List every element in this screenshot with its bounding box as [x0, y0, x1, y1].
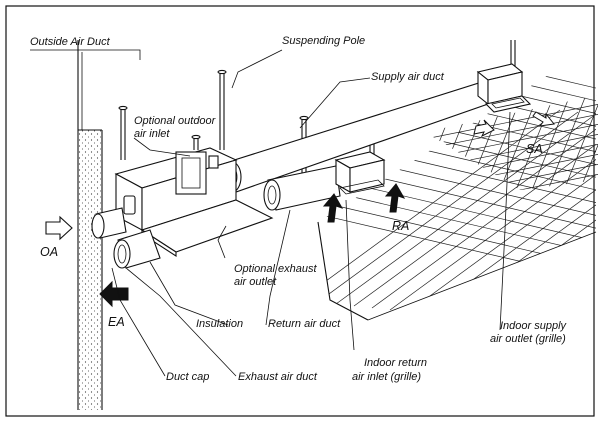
- ceiling-grid-line: [363, 173, 596, 245]
- ceiling-grid-line: [497, 131, 596, 320]
- ceiling-grid-line: [427, 137, 596, 209]
- label-optional-exhaust-2: air outlet: [234, 276, 277, 288]
- label-suspending-pole: Suspending Pole: [282, 35, 365, 47]
- ceiling-grid-line: [353, 115, 596, 307]
- ceiling-grid-line: [407, 121, 596, 313]
- ceiling-grid-line: [411, 146, 596, 218]
- label-duct-cap: Duct cap: [166, 371, 209, 383]
- ra-arrow-1: [322, 193, 344, 223]
- ceiling-grid-line: [335, 113, 596, 305]
- ceiling-grid-line: [425, 183, 598, 190]
- ceiling-grid-line: [531, 95, 573, 190]
- ceiling-grid-line: [475, 110, 596, 182]
- sa-arrow-1: [473, 119, 495, 138]
- ceiling-grid-line: [389, 119, 596, 311]
- ceiling-grid-line: [379, 164, 596, 236]
- ceiling-grid-line: [515, 95, 557, 190]
- ceiling-grid-line: [547, 95, 589, 190]
- return-air-duct: [263, 165, 341, 211]
- label-indoor-supply-2: air outlet (grille): [490, 333, 566, 345]
- label-insulation: Insulation: [196, 318, 243, 330]
- ceiling-grid-line: [539, 74, 596, 146]
- labels: Outside Air Duct Suspending Pole Supply …: [30, 35, 568, 383]
- label-ea: EA: [108, 315, 125, 329]
- ceiling-grid-line: [443, 128, 596, 200]
- outside-air-duct: [91, 207, 127, 239]
- ceiling-grid-line: [425, 123, 598, 161]
- frame-border: [5, 5, 595, 417]
- sa-arrow-2: [532, 111, 555, 127]
- label-exhaust-air-duct: Exhaust air duct: [238, 371, 318, 383]
- ceiling-grid-line: [563, 95, 598, 190]
- label-outside-air-duct: Outside Air Duct: [30, 36, 111, 48]
- ceiling-grid-line: [425, 173, 598, 190]
- label-optional-exhaust-1: Optional exhaust: [234, 263, 317, 275]
- ceiling-grid-line: [395, 155, 596, 227]
- ceiling-grid-line: [579, 95, 598, 190]
- label-ra: RA: [392, 219, 409, 233]
- ceiling-grid-line: [507, 92, 596, 164]
- ventilation-unit: [114, 147, 274, 258]
- label-sa: SA: [526, 142, 543, 156]
- label-indoor-supply-1: Indoor supply: [500, 320, 568, 332]
- ceiling-grid-line: [569, 139, 596, 320]
- ceiling-edge-right: [367, 231, 597, 321]
- ceiling-grid-line: [523, 83, 596, 155]
- ea-arrow: [99, 280, 129, 308]
- wall: [77, 40, 103, 410]
- ceiling-grid-line: [425, 113, 598, 151]
- ceiling-grid-line: [443, 125, 596, 317]
- leader-lines: [30, 49, 511, 377]
- label-optional-outdoor-2: air inlet: [134, 128, 170, 140]
- ra-arrow-2: [384, 183, 406, 213]
- supply-diffuser-box: [476, 63, 532, 113]
- return-grille-box: [334, 151, 386, 195]
- ceiling-grid-line: [491, 101, 596, 173]
- label-optional-outdoor-1: Optional outdoor: [134, 115, 217, 127]
- oa-arrow: [45, 215, 73, 241]
- ceiling-edge: [317, 221, 369, 321]
- label-indoor-return-2: air inlet (grille): [352, 371, 421, 383]
- label-oa: OA: [40, 245, 58, 259]
- exhaust-air-duct: [113, 229, 161, 269]
- label-indoor-return-1: Indoor return: [364, 357, 427, 369]
- ceiling-grid-line: [425, 163, 598, 190]
- label-supply-air-duct: Supply air duct: [371, 71, 445, 83]
- ceiling-grid-line: [425, 103, 598, 141]
- ceiling-grid-line: [318, 109, 561, 301]
- ceiling-grid-line: [425, 143, 598, 181]
- label-return-air-duct: Return air duct: [268, 318, 341, 330]
